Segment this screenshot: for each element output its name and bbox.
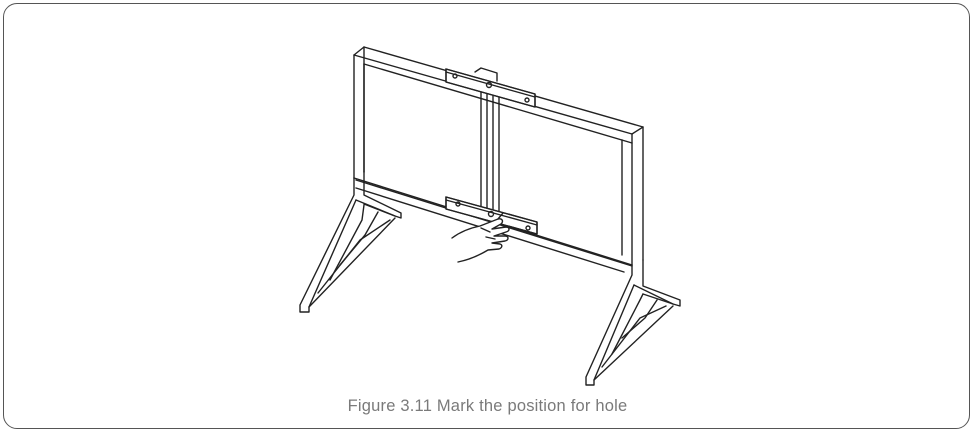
bottom-plate (445, 196, 538, 235)
right-leg (585, 259, 681, 386)
top-plate (445, 68, 536, 108)
frame-inner (363, 63, 633, 256)
left-leg (299, 171, 402, 313)
hand-icon (451, 212, 510, 263)
figure-caption: Figure 3.11 Mark the position for hole (347, 397, 628, 415)
